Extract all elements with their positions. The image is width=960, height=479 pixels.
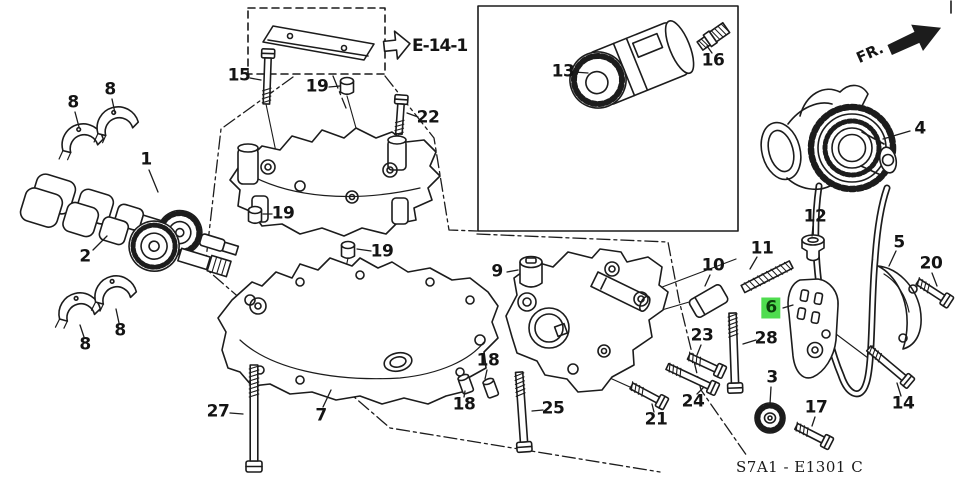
callout-11[interactable]: 11 <box>750 238 774 259</box>
balance-shaft-rear <box>19 187 232 278</box>
callout-16[interactable]: 16 <box>701 50 725 71</box>
callout-17[interactable]: 17 <box>804 397 828 418</box>
leader-8d <box>115 308 120 324</box>
balancer-holder-upper <box>229 127 441 237</box>
tensioner-piston <box>688 284 729 318</box>
callout-9[interactable]: 9 <box>491 261 503 282</box>
drawing-code: S7A1 - E1301 C <box>736 458 864 476</box>
leader-14 <box>896 382 902 397</box>
leader-11 <box>749 256 758 270</box>
fr-arrow-icon <box>887 24 942 56</box>
leader-21 <box>651 403 655 413</box>
ref-diagram-link[interactable]: E-14-1 <box>412 36 468 56</box>
callout-25[interactable]: 25 <box>541 398 565 419</box>
chain-guide <box>877 265 922 350</box>
leader-15 <box>249 77 262 81</box>
bolt-15 <box>259 47 276 105</box>
callout-8c[interactable]: 8 <box>79 334 91 355</box>
callout-4[interactable]: 4 <box>914 118 926 139</box>
callout-15[interactable]: 15 <box>227 65 251 86</box>
leader-10 <box>704 274 711 287</box>
callout-6[interactable]: 6 <box>761 297 781 319</box>
leader-24 <box>696 387 704 395</box>
leader-18a <box>484 369 488 380</box>
callout-7[interactable]: 7 <box>315 405 327 426</box>
chain-tensioner-arm <box>787 278 839 379</box>
bolt-17 <box>791 419 835 451</box>
leader-23 <box>696 344 702 356</box>
sealing-plug <box>801 234 825 262</box>
leader-3 <box>769 386 772 405</box>
leader-17 <box>811 416 816 427</box>
oil-filter-box <box>477 5 739 232</box>
leader-13 <box>573 71 589 74</box>
leader-9 <box>506 269 519 273</box>
bolt-28 <box>724 311 744 395</box>
leader-8b <box>111 98 116 114</box>
callout-13[interactable]: 13 <box>551 61 575 82</box>
leader-1 <box>148 169 159 193</box>
filter-joint-fitting <box>696 21 731 51</box>
leader-27 <box>229 412 244 415</box>
oil-pump-body <box>505 248 669 393</box>
leader-19c <box>356 248 372 252</box>
bolt-25 <box>510 370 533 454</box>
callout-28[interactable]: 28 <box>754 328 778 349</box>
callout-8d[interactable]: 8 <box>114 320 126 341</box>
callout-1[interactable]: 1 <box>140 149 152 170</box>
leader-16 <box>706 45 713 54</box>
leader-12 <box>811 225 814 237</box>
leader-2 <box>92 235 108 251</box>
callout-27[interactable]: 27 <box>206 401 230 422</box>
leader-6 <box>782 304 794 309</box>
callout-19a[interactable]: 19 <box>305 76 329 97</box>
callout-5[interactable]: 5 <box>893 232 905 253</box>
callout-2[interactable]: 2 <box>79 246 91 267</box>
callout-8b[interactable]: 8 <box>104 79 116 100</box>
leader-7 <box>322 389 332 408</box>
callout-10[interactable]: 10 <box>701 255 725 276</box>
callout-3[interactable]: 3 <box>766 367 778 388</box>
bolt-22 <box>391 93 409 137</box>
callout-22[interactable]: 22 <box>416 107 440 128</box>
leader-5 <box>888 250 897 267</box>
callout-18b[interactable]: 18 <box>452 394 476 415</box>
leader-8c <box>79 324 85 338</box>
callout-23[interactable]: 23 <box>690 325 714 346</box>
callout-18a[interactable]: 18 <box>476 350 500 371</box>
balancer-sprocket-assembly <box>760 84 898 193</box>
leader-22 <box>406 112 419 118</box>
oil-filter <box>569 20 695 109</box>
leader-19a <box>328 85 341 88</box>
bolt-21 <box>626 378 670 411</box>
tensioner-pushrod <box>740 260 794 294</box>
callout-14[interactable]: 14 <box>891 393 915 414</box>
leader-18b <box>463 390 466 398</box>
callout-20[interactable]: 20 <box>919 253 943 274</box>
sealing-cap <box>519 255 543 288</box>
callout-8a[interactable]: 8 <box>67 92 79 113</box>
ref-arrow-icon <box>382 30 411 60</box>
leader-4 <box>882 130 911 140</box>
callout-24[interactable]: 24 <box>681 391 705 412</box>
leader-28 <box>742 339 757 345</box>
baffle-plate <box>262 25 375 61</box>
balancer-drive-gear <box>754 402 786 434</box>
leader-25 <box>531 409 544 412</box>
callout-19c[interactable]: 19 <box>370 241 394 262</box>
leader-lines <box>74 45 938 427</box>
callout-12[interactable]: 12 <box>803 206 827 227</box>
callout-21[interactable]: 21 <box>644 409 668 430</box>
leader-20 <box>931 272 938 287</box>
leader-8a <box>74 111 80 128</box>
callout-19b[interactable]: 19 <box>271 203 295 224</box>
oil-pan-separator <box>217 257 499 405</box>
